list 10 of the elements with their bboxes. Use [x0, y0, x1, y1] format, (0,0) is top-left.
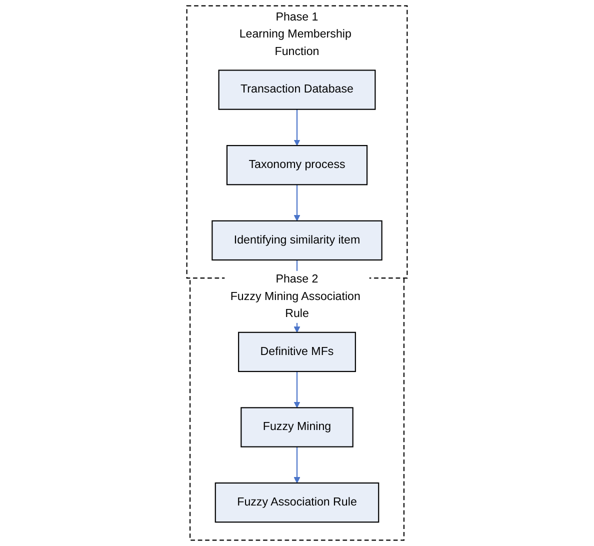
arrow: [294, 371, 300, 408]
node-box: Definitive MFs: [238, 332, 356, 372]
node-box: Taxonomy process: [226, 145, 368, 186]
node-box: Transaction Database: [218, 70, 376, 110]
node-box: Fuzzy Association Rule: [214, 482, 380, 523]
node-box: Fuzzy Mining: [240, 407, 354, 448]
arrow: [294, 109, 300, 146]
arrow: [294, 184, 300, 222]
node-box: Identifying similarity item: [212, 220, 382, 260]
arrow: [294, 446, 300, 484]
